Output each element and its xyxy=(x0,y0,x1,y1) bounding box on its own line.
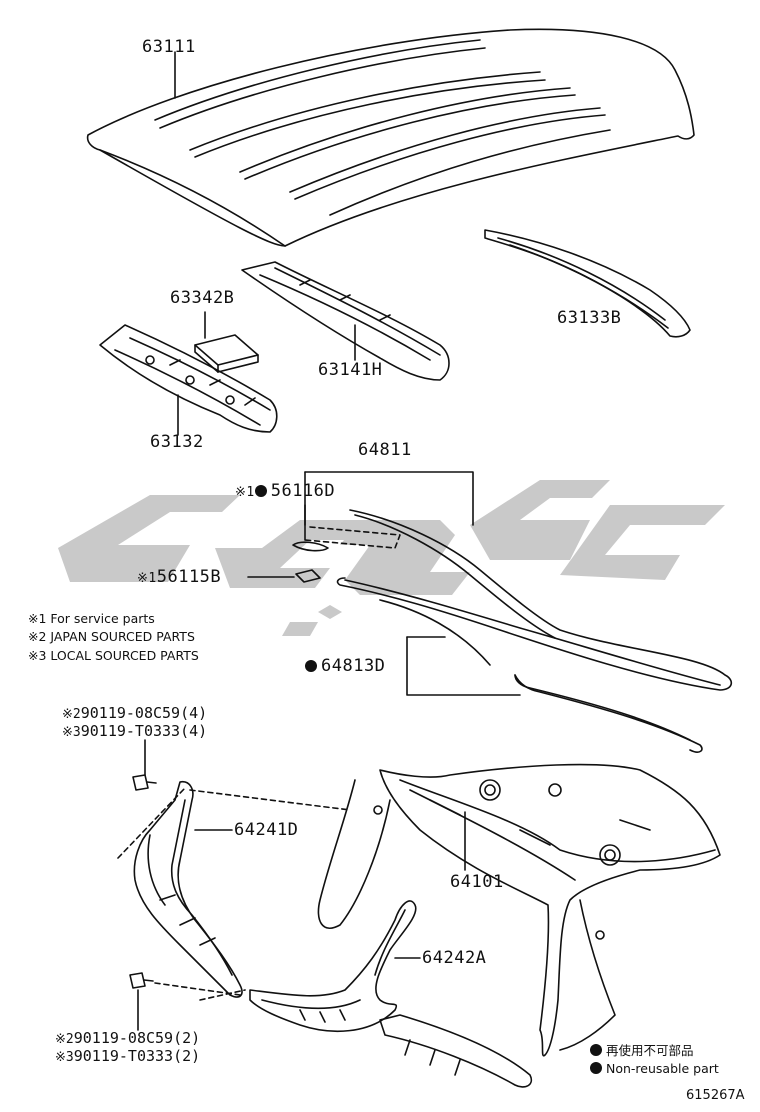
bracket-64811 xyxy=(304,471,474,526)
label-56115B-row: ※156115B xyxy=(137,567,221,587)
label-63141H: 63141H xyxy=(318,360,383,380)
bolt-top-b: ※390119-T0333(4) xyxy=(62,722,207,740)
bolt-top-a: ※290119-08C59(4) xyxy=(62,704,207,722)
back-panel-64101 xyxy=(317,763,721,1057)
bracket-64242A xyxy=(249,900,417,1033)
figure-id: 615267A xyxy=(686,1088,745,1103)
japan-mark: ※2 xyxy=(55,1032,74,1047)
label-64813D: 64813D xyxy=(321,656,386,676)
bolt-bottom-a-number: 90119-08C59(2) xyxy=(73,1029,201,1047)
legend-jp: 再使用不可部品 xyxy=(590,1040,694,1059)
bolt-bottom-a: ※290119-08C59(2) xyxy=(55,1029,200,1047)
panel-63132 xyxy=(99,324,278,433)
dashed-bolt-bottom xyxy=(154,982,241,996)
bolt-bottom-b: ※390119-T0333(2) xyxy=(55,1047,200,1065)
legend-en: Non-reusable part xyxy=(590,1061,719,1076)
note-japan: ※2 JAPAN SOURCED PARTS xyxy=(28,629,195,644)
molding-64813D xyxy=(379,599,703,753)
lower-frame xyxy=(379,1014,533,1088)
non-reusable-dot-icon xyxy=(254,485,267,497)
bolt-top-a-number: 90119-08C59(4) xyxy=(80,704,208,722)
clip-56115B xyxy=(295,569,321,583)
dashed-56116D xyxy=(304,526,401,549)
label-64813D-row: 64813D xyxy=(305,656,385,676)
local-mark: ※3 xyxy=(55,1050,74,1065)
back-glass-64811 xyxy=(336,509,733,691)
legend-en-text: Non-reusable part xyxy=(606,1061,719,1076)
local-mark: ※3 xyxy=(62,725,81,740)
label-63133B: 63133B xyxy=(557,308,622,328)
bracket-64813D xyxy=(406,636,521,696)
service-mark: ※1 xyxy=(235,485,255,500)
pad-63342B xyxy=(194,334,259,373)
note-service: ※1 For service parts xyxy=(28,611,155,626)
japan-mark: ※2 xyxy=(62,707,81,722)
label-64101: 64101 xyxy=(450,872,504,892)
non-reusable-dot-icon xyxy=(305,660,317,672)
bracket-64241D xyxy=(133,780,243,998)
bow-63141H xyxy=(241,261,450,381)
watermark-logo xyxy=(58,480,725,636)
label-56116D: 56116D xyxy=(270,481,336,501)
label-56116D-row: ※1 56116D xyxy=(235,481,335,501)
bolt-top xyxy=(132,774,157,791)
note-local: ※3 LOCAL SOURCED PARTS xyxy=(28,648,199,663)
legend-jp-text: 再使用不可部品 xyxy=(606,1043,694,1058)
label-63111: 63111 xyxy=(142,37,196,57)
non-reusable-dot-icon xyxy=(590,1044,602,1056)
non-reusable-dot-icon xyxy=(590,1062,602,1074)
bolt-bottom xyxy=(129,972,154,989)
label-64241D: 64241D xyxy=(234,820,299,840)
clip-56116D xyxy=(292,541,329,552)
label-63132: 63132 xyxy=(150,432,204,452)
bolt-bottom-b-number: 90119-T0333(2) xyxy=(73,1047,201,1065)
label-56115B: 56115B xyxy=(156,567,222,587)
label-64242A: 64242A xyxy=(422,948,487,968)
label-64811: 64811 xyxy=(358,440,412,460)
rail-63133B xyxy=(484,229,691,338)
bolt-top-b-number: 90119-T0333(4) xyxy=(80,722,208,740)
dashed-64241D xyxy=(117,787,351,1001)
roof-panel-63111 xyxy=(86,28,695,247)
service-mark: ※1 xyxy=(137,571,157,586)
label-63342B: 63342B xyxy=(170,288,235,308)
